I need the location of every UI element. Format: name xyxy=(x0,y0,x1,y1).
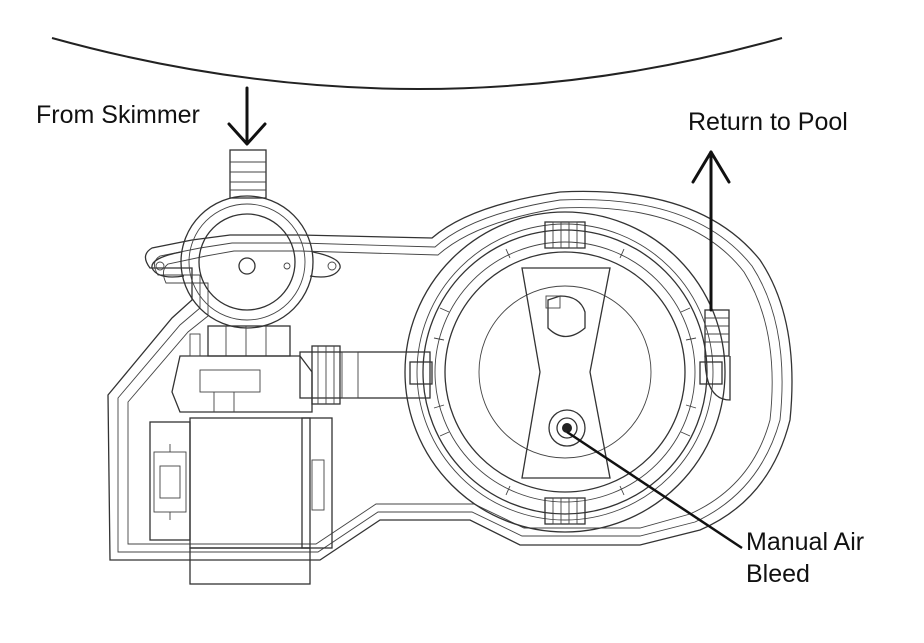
pump-motor xyxy=(149,417,333,585)
manual-air-bleed-label-line2: Bleed xyxy=(746,560,810,588)
return-arrow xyxy=(691,150,731,312)
return-fitting xyxy=(704,309,731,401)
manual-air-bleed-label-line1: Manual Air xyxy=(746,528,865,556)
filter-base xyxy=(107,190,793,561)
air-bleed-leader-line xyxy=(566,430,743,550)
multiport-valve xyxy=(151,149,341,413)
return-to-pool-label: Return to Pool xyxy=(688,108,848,136)
inlet-arrow xyxy=(227,86,267,146)
filter-tank xyxy=(404,211,726,533)
connecting-pipe xyxy=(299,345,431,405)
from-skimmer-label: From Skimmer xyxy=(36,101,200,129)
pool-edge-curve xyxy=(51,37,783,90)
